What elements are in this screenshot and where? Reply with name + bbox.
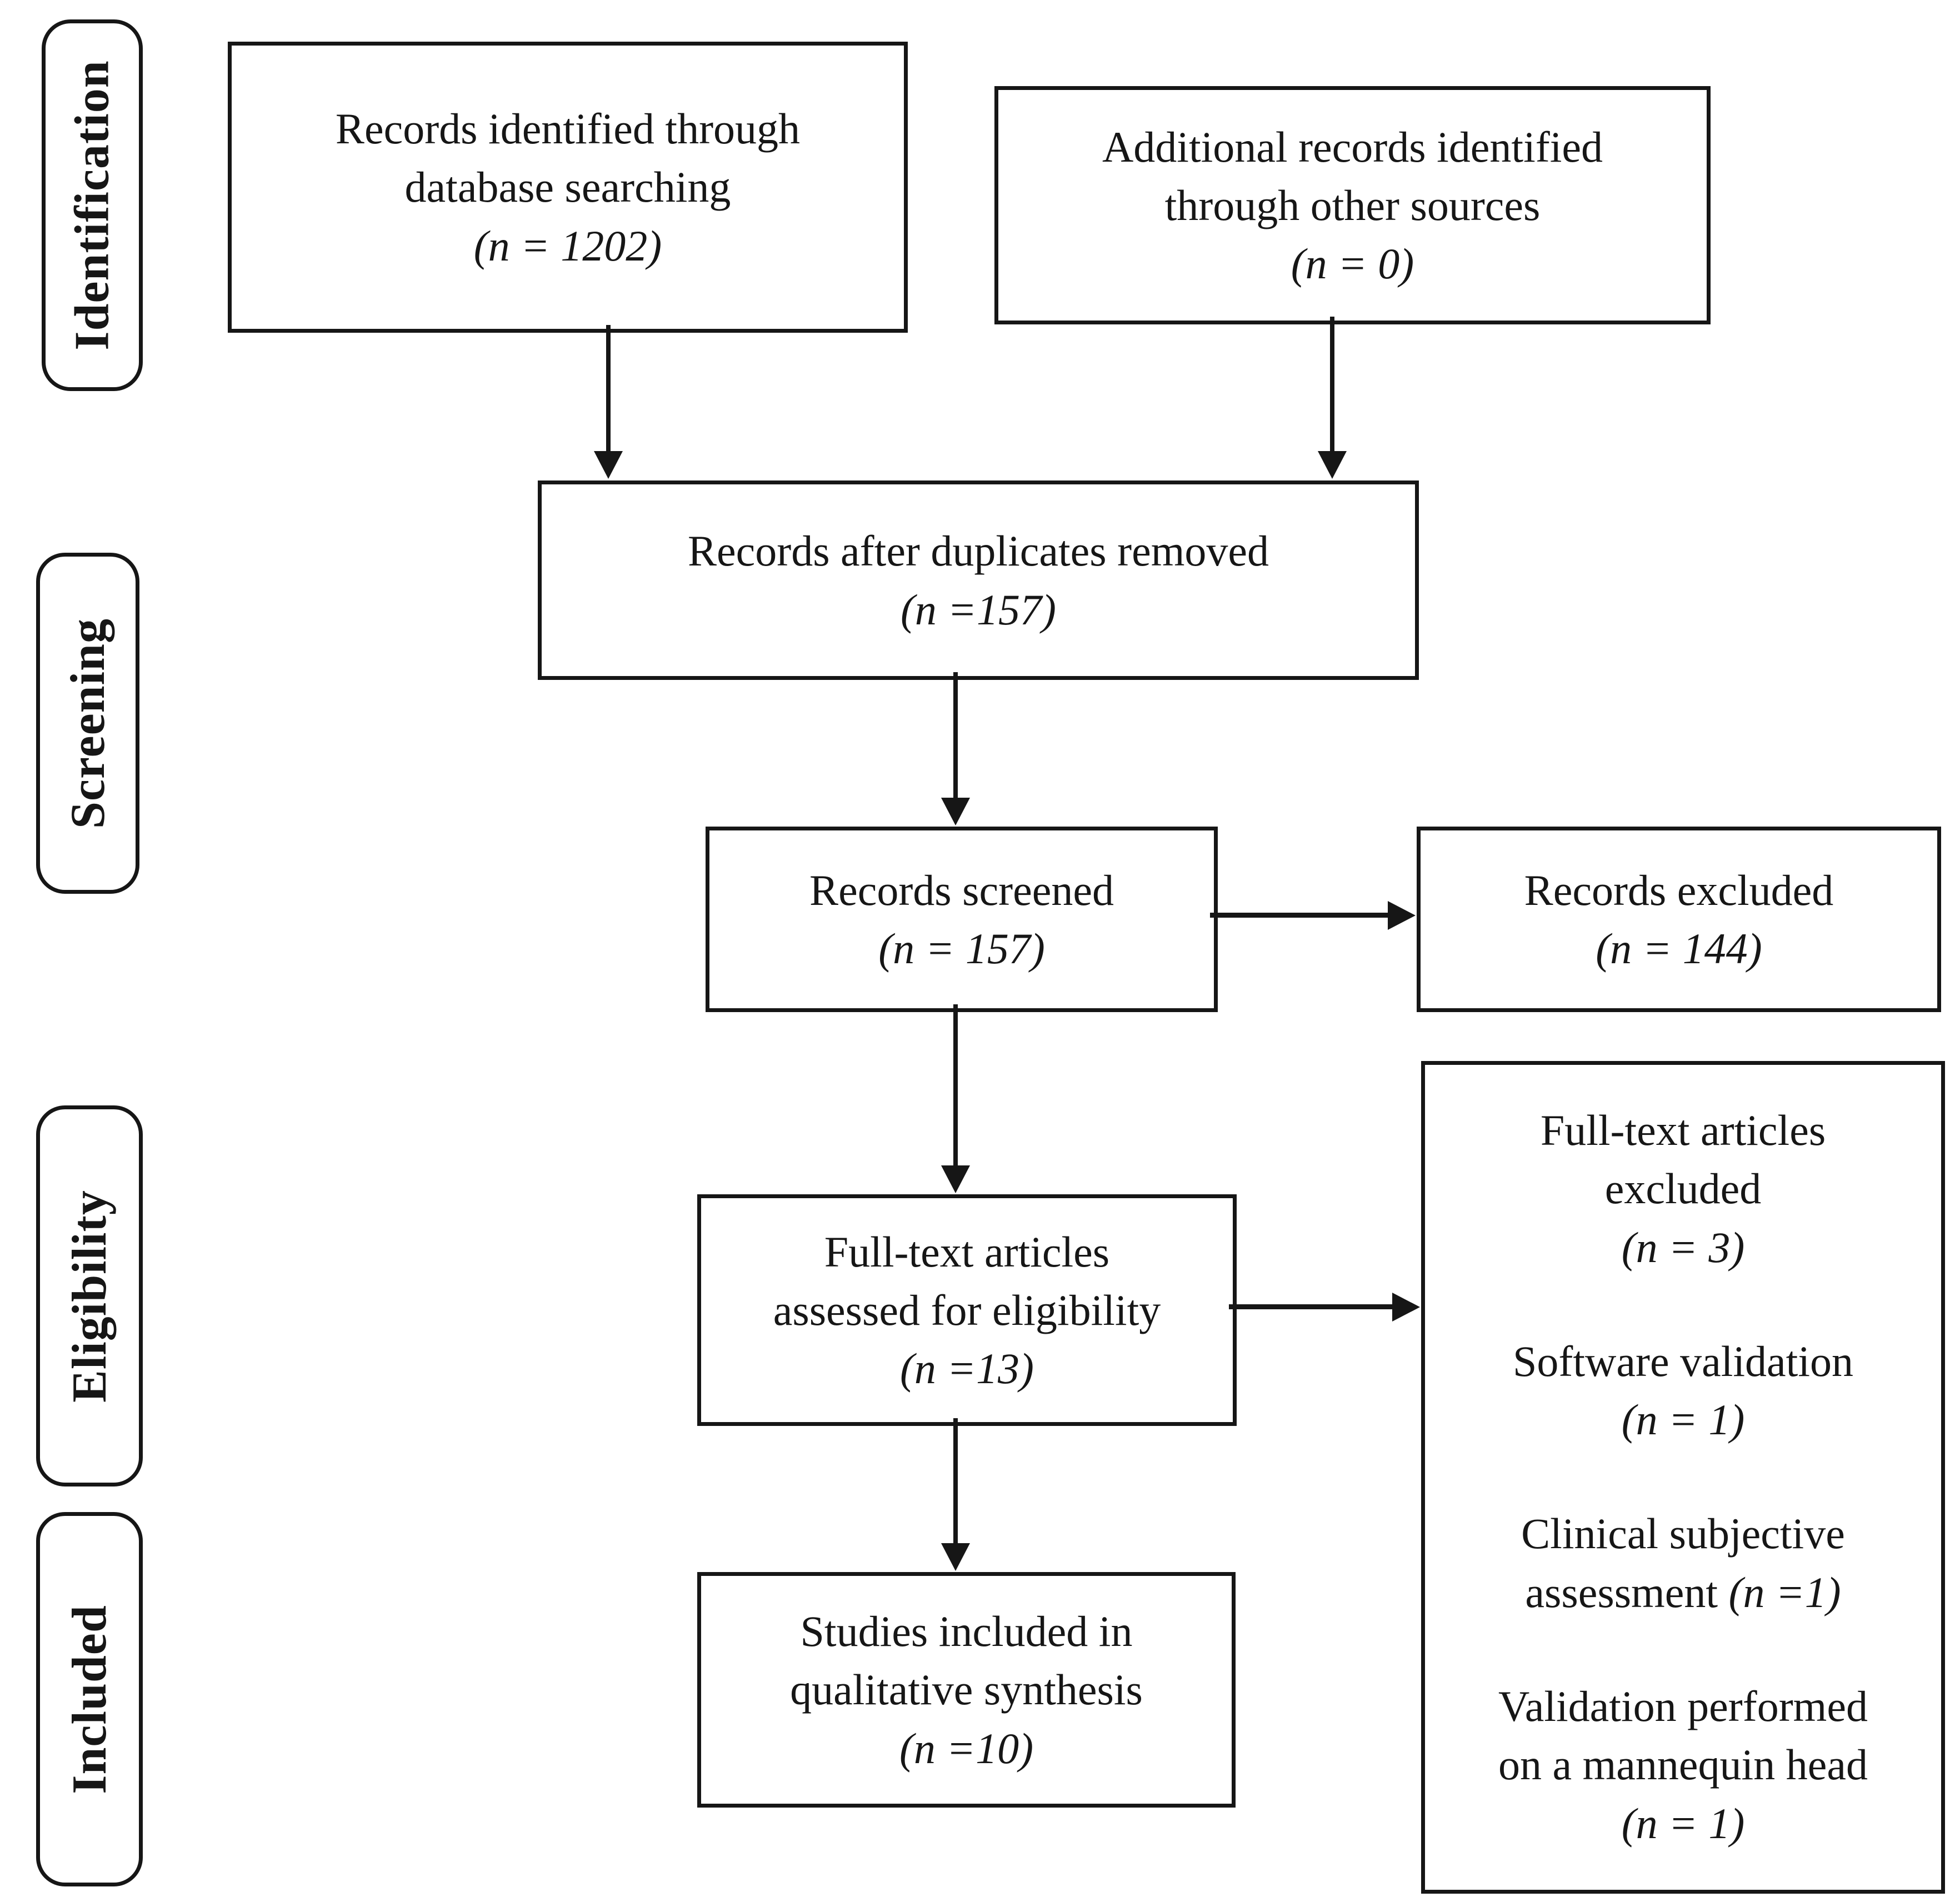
box-content: Records excluded (n = 144)	[1511, 861, 1847, 978]
box-content: Studies included in qualitative synthesi…	[777, 1602, 1156, 1778]
box-text: Records excluded	[1524, 865, 1834, 914]
arrow-screened-to-fulltext-head	[941, 1165, 970, 1193]
reason-count: (n = 1)	[1621, 1395, 1745, 1444]
box-count: (n =13)	[899, 1344, 1034, 1393]
stage-label-text: Included	[62, 1604, 117, 1794]
arrow-screened-to-excluded-line	[1210, 913, 1391, 918]
box-records-excluded: Records excluded (n = 144)	[1417, 827, 1941, 1012]
exclusion-reason-list: Full-text articles excluded (n = 3) Soft…	[1425, 1065, 1941, 1853]
stage-label-text: Screening	[61, 618, 115, 829]
arrow-fulltext-to-reasons-head	[1392, 1293, 1420, 1322]
box-count: (n = 1202)	[473, 221, 662, 270]
arrow-fulltext-to-included-line	[953, 1418, 958, 1545]
box-studies-included: Studies included in qualitative synthesi…	[697, 1572, 1236, 1808]
exclusion-reason: Validation performed on a mannequin head…	[1436, 1677, 1930, 1853]
reason-count: (n = 1)	[1621, 1799, 1745, 1848]
box-content: Records identified through database sear…	[322, 99, 813, 275]
box-count: (n = 0)	[1291, 239, 1414, 288]
box-content: Records screened (n = 157)	[796, 861, 1127, 978]
box-count: (n = 144)	[1596, 924, 1762, 973]
exclusion-reason: Full-text articles excluded (n = 3)	[1436, 1101, 1930, 1277]
stage-label-eligibility: Eligibility	[36, 1105, 143, 1486]
box-fulltext-assessed: Full-text articles assessed for eligibil…	[697, 1194, 1237, 1426]
box-duplicates-removed: Records after duplicates removed (n =157…	[538, 480, 1419, 680]
box-text: Studies included in qualitative synthesi…	[790, 1607, 1143, 1714]
arrow-identified-to-duplicates-line	[606, 325, 611, 453]
reason-text: Clinical subjective assessment	[1521, 1509, 1845, 1616]
stage-label-identification: Identification	[42, 19, 143, 391]
box-additional-records: Additional records identified through ot…	[994, 86, 1711, 324]
arrow-additional-to-duplicates-head	[1318, 451, 1347, 479]
box-text: Records after duplicates removed	[687, 527, 1269, 575]
stage-label-text: Eligibility	[62, 1189, 117, 1403]
reason-count: (n =1)	[1728, 1568, 1841, 1616]
box-fulltext-excluded-reasons: Full-text articles excluded (n = 3) Soft…	[1421, 1061, 1945, 1894]
box-count: (n =157)	[900, 585, 1057, 634]
box-content: Additional records identified through ot…	[1089, 118, 1616, 293]
reason-count: (n = 3)	[1621, 1223, 1745, 1272]
box-text: Additional records identified through ot…	[1102, 122, 1603, 229]
reason-text: Full-text articles excluded	[1540, 1106, 1826, 1213]
stage-label-included: Included	[36, 1512, 143, 1886]
arrow-duplicates-to-screened-line	[953, 672, 958, 799]
box-text: Records identified through database sear…	[335, 104, 801, 212]
box-content: Full-text articles assessed for eligibil…	[760, 1223, 1174, 1398]
reason-text: Validation performed on a mannequin head	[1498, 1682, 1868, 1789]
box-count: (n =10)	[899, 1724, 1034, 1773]
arrow-screened-to-excluded-head	[1388, 901, 1416, 930]
arrow-fulltext-to-included-head	[941, 1543, 970, 1571]
arrow-fulltext-to-reasons-line	[1229, 1304, 1396, 1309]
box-text: Full-text articles assessed for eligibil…	[773, 1227, 1161, 1334]
box-records-screened: Records screened (n = 157)	[706, 827, 1218, 1012]
exclusion-reason: Software validation (n = 1)	[1436, 1332, 1930, 1449]
arrow-identified-to-duplicates-head	[594, 451, 623, 479]
box-count: (n = 157)	[878, 924, 1045, 973]
stage-label-screening: Screening	[36, 553, 139, 894]
arrow-duplicates-to-screened-head	[941, 798, 970, 825]
box-content: Records after duplicates removed (n =157…	[674, 522, 1282, 639]
stage-label-text: Identification	[65, 60, 119, 351]
arrow-screened-to-fulltext-line	[953, 1004, 958, 1167]
box-text: Records screened	[809, 865, 1114, 914]
exclusion-reason: Clinical subjective assessment (n =1)	[1436, 1504, 1930, 1621]
box-records-identified: Records identified through database sear…	[228, 42, 908, 333]
reason-text: Software validation	[1513, 1337, 1853, 1385]
arrow-additional-to-duplicates-line	[1330, 317, 1334, 453]
